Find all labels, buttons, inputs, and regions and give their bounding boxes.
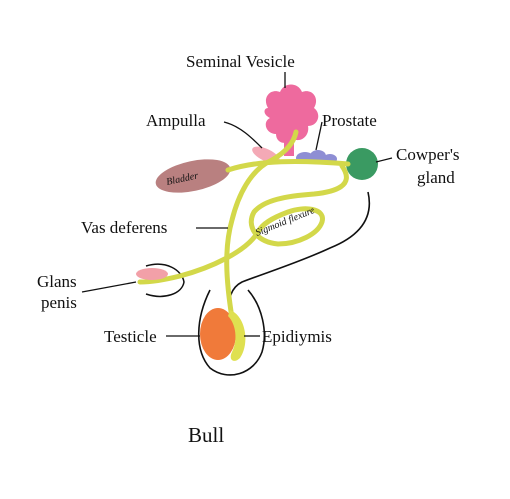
- sigmoid-flexure-label: Sigmoid flexure: [254, 205, 317, 239]
- prostate-shape-b: [310, 150, 326, 162]
- epididymis-label: Epidiymis: [262, 327, 332, 346]
- scrotum-outline: [197, 289, 266, 376]
- seminal-vesicle-label: Seminal Vesicle: [186, 52, 295, 71]
- cowpers-gland-shape: [346, 148, 378, 180]
- leader-prostate: [315, 121, 323, 151]
- prostate-label: Prostate: [322, 111, 377, 130]
- cowpers-gland-label-line1: Cowper's: [396, 145, 460, 164]
- leader-glans-penis: [81, 281, 137, 293]
- testicle-shape: [200, 308, 236, 360]
- sheath-outline: [145, 263, 185, 298]
- glans-penis-label-line2: penis: [41, 293, 77, 312]
- urethra-duct: [225, 159, 351, 173]
- leader-ampulla: [223, 121, 263, 149]
- seminal-vesicle-shape: [264, 84, 319, 143]
- ampulla-label: Ampulla: [146, 111, 206, 130]
- penis-duct: [137, 163, 349, 285]
- cowpers-gland-label-line2: gland: [417, 168, 455, 187]
- bladder-shape: [155, 159, 231, 193]
- vas-deferens-duct: [224, 129, 299, 321]
- vas-deferens-label: Vas deferens: [81, 218, 167, 237]
- caption: Bull: [188, 423, 224, 447]
- testicle-label: Testicle: [104, 327, 157, 346]
- body-outline: [228, 191, 371, 313]
- leader-cowpers-gland: [375, 157, 393, 163]
- glans-penis-label-line1: Glans: [37, 272, 77, 291]
- epididymis-shape: [228, 310, 246, 361]
- glans-penis-shape: [136, 268, 168, 280]
